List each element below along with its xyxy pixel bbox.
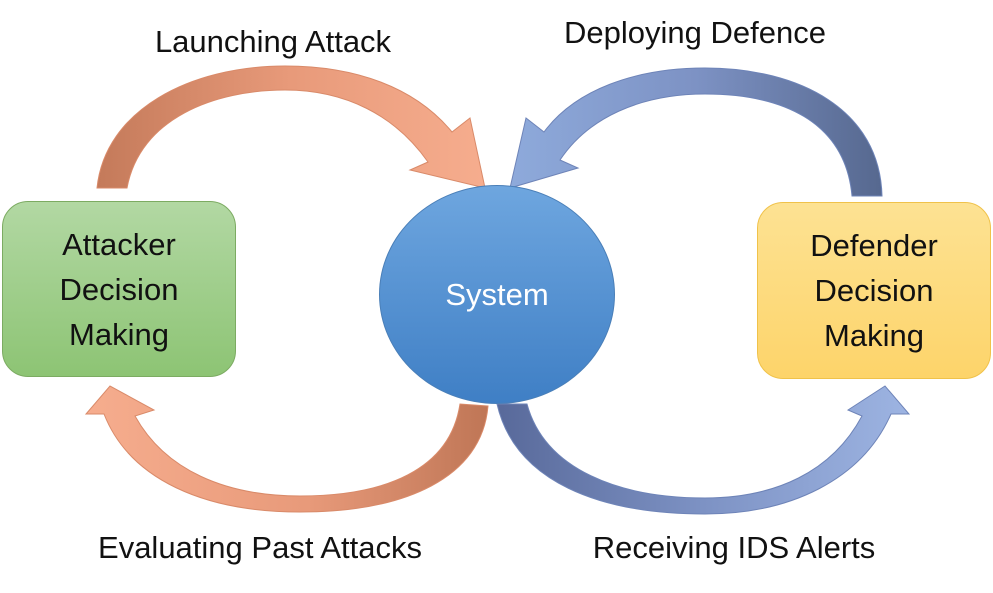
system-node-label: System [445, 276, 549, 312]
system-node: System [379, 185, 615, 404]
launching-attack-arrow [96, 65, 486, 189]
defender-node-line-3: Making [824, 318, 924, 353]
defender-decision-making-node: Defender Decision Making [757, 202, 991, 379]
deploying-defence-arrow [509, 67, 883, 197]
attacker-node-line-3: Making [69, 316, 169, 352]
receiving-ids-alerts-label: Receiving IDS Alerts [592, 530, 876, 565]
defender-node-line-1: Defender [810, 228, 938, 263]
attacker-decision-making-node: Attacker Decision Making [2, 201, 236, 377]
attacker-node-line-1: Attacker [62, 226, 176, 262]
deploying-defence-label: Deploying Defence [564, 15, 826, 50]
launching-attack-label: Launching Attack [154, 24, 392, 59]
evaluating-past-attacks-arrow [84, 385, 489, 513]
defender-node-line-2: Decision [814, 273, 934, 308]
receiving-ids-alerts-arrow [496, 385, 911, 515]
attacker-node-line-2: Decision [59, 271, 179, 307]
evaluating-past-attacks-label: Evaluating Past Attacks [98, 530, 422, 565]
